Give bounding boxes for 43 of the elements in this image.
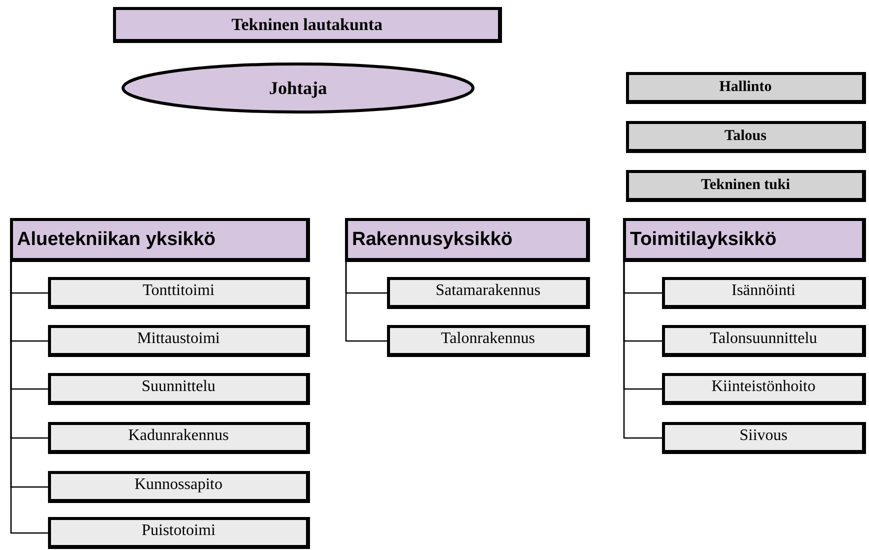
department-box [662, 325, 866, 357]
department-box [387, 325, 590, 357]
department-box [48, 471, 310, 503]
box-label: Johtaja [269, 78, 327, 98]
box-label: Hallinto [719, 79, 772, 96]
unit-box [10, 218, 310, 262]
box-label: Isännöinti [732, 282, 796, 300]
box-label: Puistotoimi [142, 522, 216, 540]
box-label: Talonrakennus [441, 330, 535, 348]
connector-line [623, 262, 662, 439]
director-ellipse [121, 62, 475, 114]
box-label: Aluetekniikan yksikkö [17, 228, 216, 250]
box-label: Siivous [739, 427, 788, 445]
department-box [48, 517, 310, 549]
box-label: Toimitilayksikkö [630, 228, 776, 250]
box-label: Suunnittelu [142, 378, 216, 396]
connector-line [10, 262, 48, 534]
staff-box [626, 121, 866, 153]
box-label: Kiinteistönhoito [712, 378, 816, 396]
department-box [387, 277, 590, 309]
unit-box [345, 218, 590, 262]
box-label: Kadunrakennus [128, 427, 229, 445]
department-box [662, 277, 866, 309]
department-box [48, 373, 310, 405]
box-label: Tekninen tuki [700, 177, 790, 194]
department-box [48, 277, 310, 309]
department-box [48, 325, 310, 357]
box-label: Tonttitoimi [142, 282, 214, 300]
staff-box [626, 72, 866, 104]
box-label: Talonsuunnittelu [710, 330, 818, 348]
box-label: Talous [724, 128, 766, 145]
box-label: Satamarakennus [436, 282, 540, 300]
department-box [48, 422, 310, 454]
box-label: Tekninen lautakunta [231, 14, 383, 34]
box-label: Mittaustoimi [137, 330, 220, 348]
connector-line [345, 262, 387, 342]
board-box [113, 7, 502, 43]
staff-box [626, 170, 866, 202]
box-label: Kunnossapito [134, 476, 222, 494]
department-box [662, 373, 866, 405]
department-box [662, 422, 866, 454]
box-label: Rakennusyksikkö [352, 228, 513, 250]
unit-box [623, 218, 866, 262]
